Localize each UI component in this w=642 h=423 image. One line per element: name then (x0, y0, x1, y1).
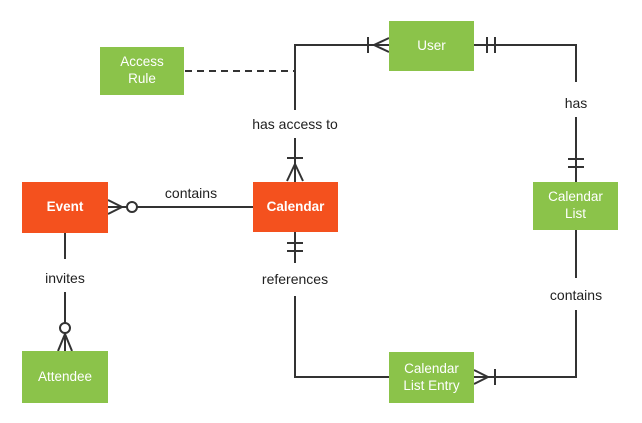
entity-user[interactable]: User (389, 21, 474, 71)
relationship-label-contains-list: contains (547, 287, 605, 303)
entity-calendar-list-entry[interactable]: Calendar List Entry (389, 352, 474, 403)
entity-calendar-list[interactable]: Calendar List (533, 182, 618, 230)
crows-foot-icon (286, 163, 304, 182)
zero-circle-icon (59, 322, 71, 334)
relation-contains-list (473, 230, 577, 385)
relationship-label-has-access-to: has access to (250, 116, 340, 132)
relation-invites (57, 233, 73, 352)
entity-event[interactable]: Event (22, 182, 108, 233)
entity-label: Event (46, 199, 84, 215)
entity-access-rule[interactable]: Access Rule (100, 47, 184, 95)
double-bar-icon (486, 37, 496, 53)
entity-label: Attendee (37, 368, 93, 384)
relation-references (287, 232, 389, 378)
relationship-label-has: has (562, 95, 590, 111)
entity-attendee[interactable]: Attendee (22, 351, 108, 403)
crows-foot-icon (57, 333, 73, 352)
relationship-label-references: references (259, 271, 331, 287)
crows-foot-icon (373, 37, 390, 53)
crows-foot-icon (107, 199, 123, 215)
crows-foot-icon (473, 369, 489, 385)
zero-circle-icon (126, 201, 138, 213)
entity-label: Calendar List (548, 189, 603, 221)
entity-label: User (417, 37, 446, 53)
entity-calendar[interactable]: Calendar (253, 182, 338, 232)
relationship-label-invites: invites (43, 270, 87, 286)
double-bar-icon (287, 242, 303, 252)
relationship-label-contains-event: contains (162, 185, 220, 201)
relation-contains-event (107, 199, 253, 215)
entity-label: Access Rule (120, 54, 164, 86)
double-bar-icon (568, 158, 584, 168)
relation-has (474, 37, 584, 182)
entity-label: Calendar List Entry (403, 360, 460, 393)
entity-label: Calendar (266, 198, 325, 214)
relation-has-access-to (286, 37, 390, 182)
